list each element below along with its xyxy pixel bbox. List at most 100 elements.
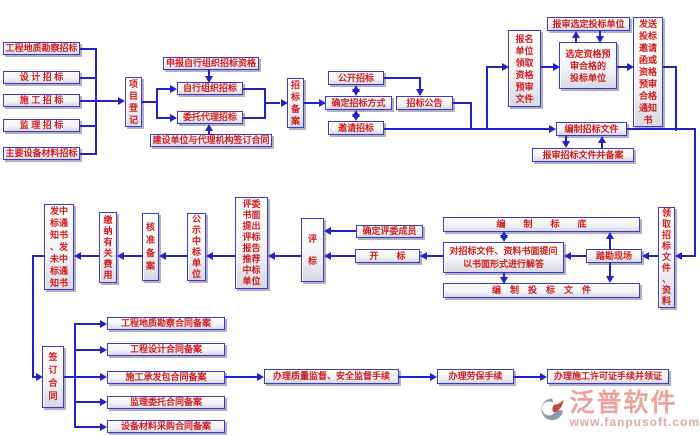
arrow-head <box>100 423 107 431</box>
flow-line <box>331 255 355 257</box>
flow-line <box>243 117 265 119</box>
arrow-head <box>642 252 649 260</box>
flow-line <box>74 376 101 378</box>
flow-line <box>225 376 258 378</box>
node-labor-insurance: 办理劳保手续 <box>437 369 514 384</box>
flow-line <box>486 66 503 68</box>
arrow-head <box>170 114 177 122</box>
arrow-head <box>159 252 166 260</box>
node-agent-contract: 建设单位与代理机构签订合同 <box>150 134 272 147</box>
arrow-head <box>205 124 213 131</box>
node-send-invitation: 发送投标邀请函或资格预审合格通知书 <box>633 17 663 127</box>
arrow-head <box>572 31 580 38</box>
flow-line <box>74 426 101 428</box>
arrow-head <box>540 373 547 381</box>
flow-line <box>156 88 158 119</box>
flow-line <box>32 255 34 378</box>
arrow-head <box>100 398 107 406</box>
flow-line <box>617 66 628 68</box>
flow-line <box>649 255 658 257</box>
arrow-head <box>549 125 556 133</box>
arrow-head <box>206 252 213 260</box>
flow-line <box>419 77 421 95</box>
flow-line <box>64 376 77 378</box>
flow-line <box>80 153 97 155</box>
node-collect-prequalification: 报名单位领取资格预审文件 <box>508 30 541 107</box>
node-approval-filing: 核准备案 <box>142 213 159 281</box>
arrow-head <box>100 346 107 354</box>
flow-line <box>74 401 101 403</box>
flow-line <box>399 376 431 378</box>
arrow-head <box>352 85 360 92</box>
node-jury-members: 确定评委成员 <box>356 225 423 238</box>
node-bid-opening: 开 标 <box>355 249 420 263</box>
node-prepare-base-price: 编 制 标 底 <box>443 217 640 232</box>
flow-line <box>609 263 611 278</box>
arrow-head <box>627 63 634 71</box>
flow-line <box>32 255 44 257</box>
arrow-head <box>416 89 424 96</box>
flow-line <box>74 323 101 325</box>
arrow-head <box>170 85 177 93</box>
arrow-head <box>281 99 288 107</box>
flow-line <box>74 349 101 351</box>
node-pay-fees: 缴纳有关费用 <box>99 212 117 283</box>
node-invite-tender: 邀请招标 <box>328 121 384 135</box>
brand-name: 泛普软件 <box>569 389 678 417</box>
node-bid-construction: 施 工 招 标 <box>3 94 80 107</box>
flow-line <box>156 117 171 119</box>
node-contract-survey: 工程地质勘察合同备案 <box>107 317 225 330</box>
node-report-tender-docs: 报审招标文件并备案 <box>532 148 634 162</box>
flow-line <box>208 131 210 135</box>
arrow-head <box>564 252 571 260</box>
arrow-head <box>352 89 360 96</box>
node-prepare-tender-docs: 编制招标文件 <box>556 122 627 136</box>
flow-line <box>453 102 471 104</box>
flow-line <box>80 100 97 102</box>
arrow-head <box>100 320 107 328</box>
flow-line <box>304 102 320 104</box>
arrow-head <box>100 373 107 381</box>
flow-line <box>74 323 76 428</box>
arrow-head <box>205 76 213 83</box>
brand-url: www.fanpusoft.com <box>569 415 700 429</box>
arrow-head <box>598 136 606 143</box>
node-self-organized: 自行组织招标 <box>177 82 243 95</box>
flow-line <box>486 66 488 129</box>
flow-line <box>331 230 356 232</box>
fanpu-logo-icon <box>541 398 564 421</box>
arrow-head <box>596 36 604 43</box>
arrow-head <box>430 373 437 381</box>
arrow-head <box>324 227 331 235</box>
flow-line <box>694 129 696 257</box>
arrow-head <box>324 252 331 260</box>
node-written-qa: 对招标文件、资料书面提问 以书面形式进行解答 <box>443 242 564 273</box>
flow-line <box>384 128 550 130</box>
arrow-head <box>500 235 508 242</box>
flow-line <box>166 255 187 257</box>
flow-line <box>675 128 696 130</box>
flow-line <box>213 255 235 257</box>
flow-line <box>675 66 677 131</box>
flow-line <box>264 102 280 104</box>
node-contract-design: 工程设计合同备案 <box>107 343 225 356</box>
flow-line <box>275 255 301 257</box>
arrow-head <box>606 276 614 283</box>
arrow-head <box>117 252 124 260</box>
flow-line <box>80 77 97 79</box>
flow-line <box>503 273 505 279</box>
node-publicize-winner: 公示中标单位 <box>187 213 206 281</box>
node-contract-equipment: 设备材料采购合同备案 <box>107 420 225 433</box>
arrow-head <box>500 231 508 238</box>
flow-line <box>384 77 421 79</box>
arrow-head <box>36 373 43 381</box>
arrow-head <box>562 141 570 148</box>
flow-line <box>243 88 265 90</box>
arrow-head <box>500 277 508 284</box>
node-tender-notice: 招标公告 <box>396 96 453 110</box>
node-evaluation-report: 评委书面提出评标报告推荐中标单位 <box>235 197 268 289</box>
flow-line <box>571 255 586 257</box>
arrow-head <box>606 232 614 239</box>
node-project-register: 项目登记 <box>125 77 142 127</box>
